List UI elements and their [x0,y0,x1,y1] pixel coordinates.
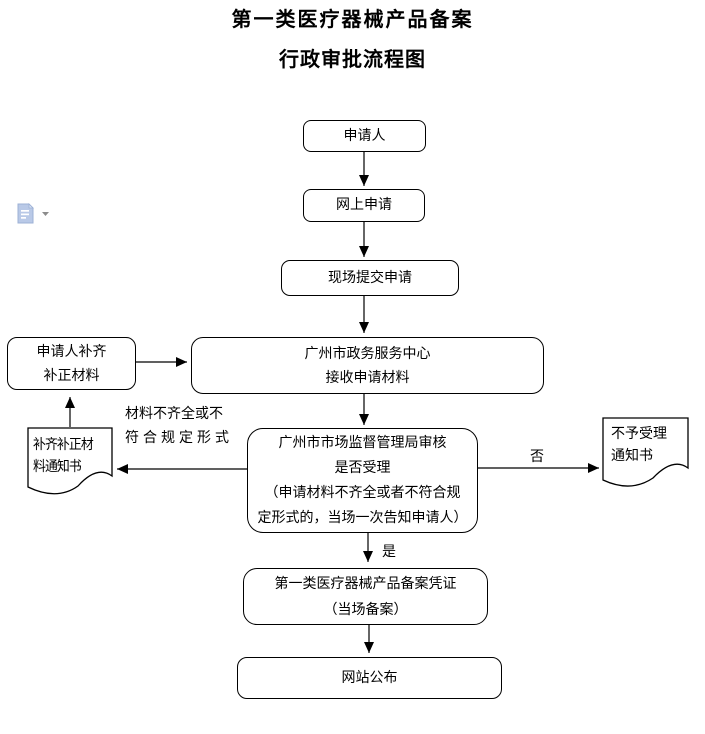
node-filing-certificate: 第一类医疗器械产品备案凭证 （当场备案） [243,568,488,625]
node-label: 网上申请 [336,197,392,213]
node-label: 现场提交申请 [328,269,412,286]
node-label: 是否受理 [334,459,391,476]
edge-label-line: 材料不齐全或不 [125,406,223,422]
node-service-center: 广州市政务服务中心 接收申请材料 [191,337,544,394]
node-label: 补齐补正材 [33,437,94,453]
node-label: 料通知书 [33,459,82,475]
node-applicant: 申请人 [303,120,426,152]
edge-label-incomplete-materials: 材料不齐全或不 符合规定形式 [125,402,233,450]
node-review-decision: 广州市市场监督管理局审核 是否受理 （申请材料不齐全或者不符合规 定形式的，当场… [247,428,478,533]
node-onsite-submission: 现场提交申请 [281,260,459,296]
chevron-down-icon[interactable] [42,212,49,216]
node-label: 通知书 [611,448,653,464]
paste-options-icon[interactable] [17,203,34,224]
node-website-publish: 网站公布 [237,657,502,699]
edge-label-no: 否 [530,449,544,465]
node-label: 广州市市场监督管理局审核 [278,434,447,451]
edge-label-yes: 是 [382,544,396,560]
node-label: 接收申请材料 [325,369,410,386]
node-label: 申请人 [343,127,386,144]
node-label: （申请材料不齐全或者不符合规 [264,484,461,501]
node-label: 补正材料 [43,367,100,384]
node-label: 申请人补齐 [36,343,107,360]
node-supplement-materials: 申请人补齐 补正材料 [7,337,136,390]
document-supplement-notice-text: 补齐补正材 料通知书 [33,434,94,478]
node-label: （当场备案） [323,601,408,618]
node-label: 定形式的，当场一次告知申请人） [257,509,468,526]
page-title: 第一类医疗器械产品备案 [231,7,474,31]
edge-label-line: 符合规定形式 [125,430,233,446]
document-rejection-notice-text: 不予受理 通知书 [611,423,667,467]
node-label: 网站公布 [341,669,398,686]
page-subtitle: 行政审批流程图 [279,47,426,71]
paste-options-widget[interactable] [15,201,53,229]
node-label: 不予受理 [611,426,667,442]
node-label: 广州市政务服务中心 [304,345,431,362]
node-label: 第一类医疗器械产品备案凭证 [274,575,457,592]
node-online-application: 网上申请 [303,189,425,222]
